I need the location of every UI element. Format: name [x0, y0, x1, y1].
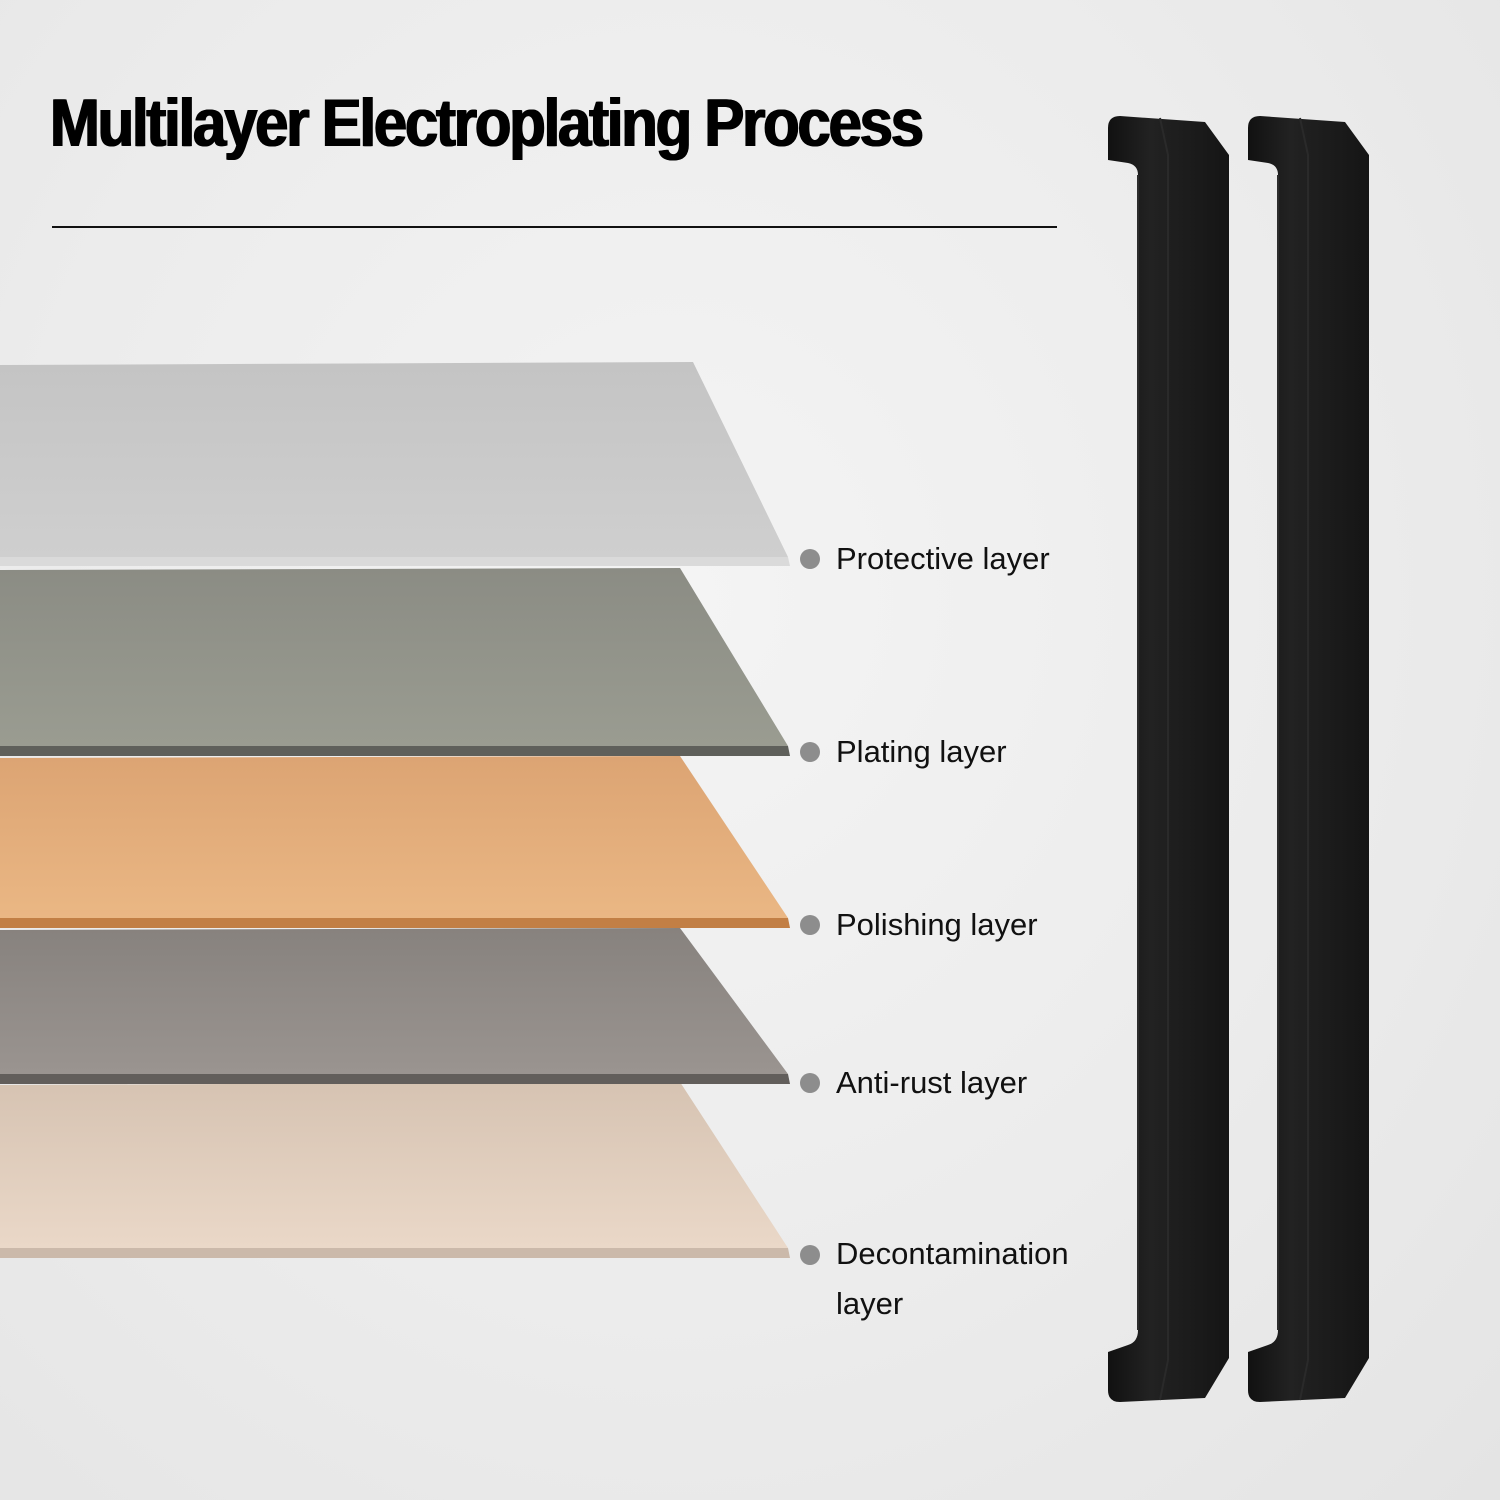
anti-rust-layer-sheet — [0, 928, 790, 1084]
decontamination-layer-label: Decontamination layer — [836, 1236, 1069, 1321]
title-divider — [52, 226, 1057, 228]
plating-layer-label: Plating layer — [836, 734, 1007, 769]
protective-layer-label: Protective layer — [836, 541, 1050, 576]
plating-layer-sheet — [0, 568, 790, 756]
polishing-layer-sheet — [0, 756, 790, 928]
protective-layer-bullet — [800, 549, 820, 569]
plating-layer-bullet — [800, 742, 820, 762]
decontamination-layer-sheet — [0, 1082, 790, 1258]
decontamination-layer-bullet — [800, 1245, 820, 1265]
polishing-layer-bullet — [800, 915, 820, 935]
anti-rust-layer-label: Anti-rust layer — [836, 1065, 1028, 1100]
left-handle — [1108, 116, 1229, 1402]
page-title: Multilayer Electroplating Process — [50, 85, 924, 161]
anti-rust-layer-bullet — [800, 1073, 820, 1093]
protective-layer-sheet — [0, 362, 790, 566]
right-handle — [1248, 116, 1369, 1402]
polishing-layer-label: Polishing layer — [836, 907, 1038, 942]
